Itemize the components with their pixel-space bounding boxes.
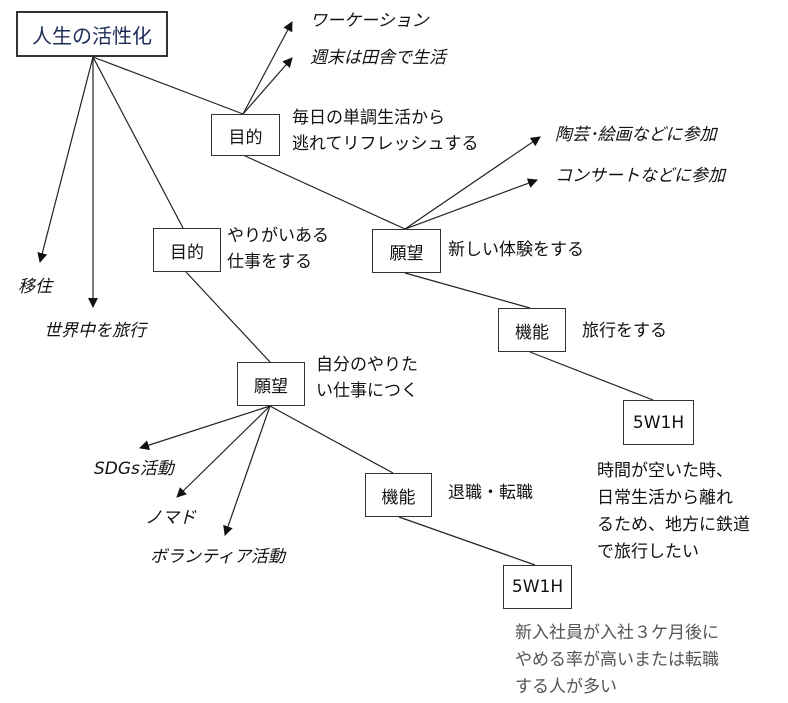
func1-desc: 旅行をする [582,321,667,341]
idea-nomad: ノマド [145,508,196,528]
wish2-idea-arrow [176,405,271,498]
idea-sekai: 世界中を旅行 [44,321,146,341]
func2-detail-1: 新入社員が入社３ケ月後に [515,623,719,643]
purpose2-desc-1: やりがいある [227,226,329,246]
purpose1-idea-arrow [242,57,293,115]
wish1-node: 願望 [372,229,441,273]
func2-detail-3: する人が多い [515,677,617,697]
purpose1-to-wish1-line [242,154,406,230]
wish2-desc-2: い仕事につく [316,381,418,401]
func1-detail-4: で旅行したい [597,542,699,562]
root-node: 人生の活性化 [16,11,168,57]
func2-5w1h-node: 5W1H [503,565,572,609]
func2-desc: 退職・転職 [448,483,533,503]
wish1-idea-arrow [404,178,538,230]
purpose2-node: 目的 [153,228,221,272]
purpose1-node: 目的 [211,114,280,156]
func1-detail-2: 日常生活から離れ [597,488,733,508]
idea-volunteer: ボランティア活動 [150,547,285,567]
idea-concert: コンサートなどに参加 [555,166,725,186]
idea-workation: ワーケーション [310,11,429,31]
func2-node: 機能 [365,473,432,517]
wish2-idea-arrow [223,405,271,536]
func1-to-5w1h-line [529,351,654,401]
idea-ijuu: 移住 [18,277,52,297]
purpose2-to-wish2-line [185,271,271,363]
func1-detail-1: 時間が空いた時、 [597,461,733,481]
func2-to-5w1h-line [398,516,536,566]
wish2-desc-1: 自分のやりた [316,355,418,375]
wish1-desc: 新しい体験をする [448,240,584,260]
idea-pottery: 陶芸･絵画などに参加 [555,125,717,145]
root-to-purpose2-line [92,56,184,229]
purpose1-idea-arrow [242,21,293,115]
wish2-to-func2-line [269,405,394,474]
idea-weekend: 週末は田舎で生活 [310,48,446,68]
wish2-idea-arrow [139,405,271,450]
func1-detail-3: るため、地方に鉄道 [597,515,750,535]
func1-node: 機能 [498,308,566,352]
purpose1-desc-1: 毎日の単調生活から [292,108,445,128]
purpose1-desc-2: 逃れてリフレッシュする [292,134,479,154]
wish1-idea-arrow [404,136,541,230]
wish2-node: 願望 [237,362,305,406]
idea-sdgs: SDGs活動 [94,459,174,479]
wish1-to-func1-line [404,272,531,309]
func2-detail-2: やめる率が高いまたは転職 [515,650,719,670]
root-to-ijuu-arrow [37,56,94,263]
func1-5w1h-node: 5W1H [623,400,694,445]
purpose2-desc-2: 仕事をする [227,252,312,272]
root-to-purpose1-line [92,56,244,115]
